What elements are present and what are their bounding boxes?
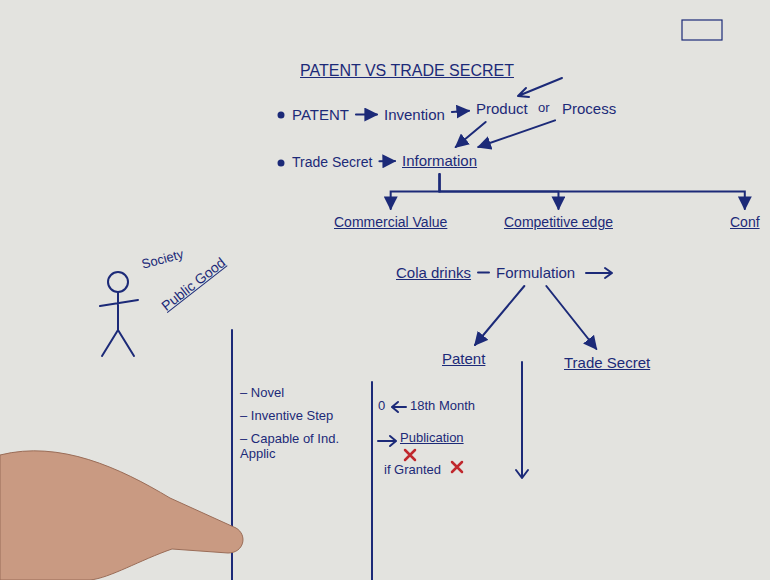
stick-figure bbox=[108, 272, 128, 292]
handwritten-term: Commercial Value bbox=[330, 212, 451, 232]
down-arrow bbox=[516, 362, 528, 478]
term-text: Formulation bbox=[496, 264, 575, 281]
handwritten-term: Product bbox=[472, 98, 532, 119]
stick-figure bbox=[100, 292, 138, 356]
connector-arrow bbox=[478, 272, 489, 274]
term-text: Trade Secret bbox=[292, 154, 372, 170]
term-text: Invention bbox=[384, 106, 445, 123]
term-text: Patent bbox=[442, 350, 485, 367]
term-text: PATENT bbox=[292, 106, 349, 123]
connector-arrow bbox=[379, 160, 395, 162]
connector-arrow bbox=[456, 122, 486, 147]
note-text: Publication bbox=[400, 430, 464, 445]
note-text: – Novel bbox=[240, 385, 284, 400]
handwritten-term: Process bbox=[558, 98, 620, 119]
term-text: Product bbox=[476, 100, 528, 117]
handwritten-term: Patent bbox=[438, 348, 489, 369]
handwritten-term: Formulation bbox=[492, 262, 579, 283]
logo-box bbox=[682, 20, 722, 40]
connector-arrow bbox=[475, 286, 524, 345]
publication-arrow bbox=[378, 436, 396, 446]
cross-mark bbox=[452, 462, 462, 472]
handwritten-term: Trade Secret bbox=[288, 152, 376, 172]
note-text: – Inventive Step bbox=[240, 408, 333, 423]
note-text: 18th Month bbox=[410, 398, 475, 413]
handwritten-term: PATENT bbox=[288, 104, 353, 125]
board-title: PATENT VS TRADE SECRET bbox=[300, 62, 514, 80]
handwritten-term: Trade Secret bbox=[560, 352, 654, 373]
divider-line bbox=[371, 382, 373, 580]
trailing-arrow bbox=[586, 268, 612, 278]
term-text: Information bbox=[402, 152, 477, 169]
connector-arrow bbox=[440, 174, 745, 209]
term-text: Conf bbox=[730, 214, 760, 230]
bullet-dot bbox=[279, 113, 284, 118]
term-text: Commercial Value bbox=[334, 214, 447, 230]
note-text: 0 bbox=[378, 398, 385, 413]
pointing-hand bbox=[0, 451, 243, 580]
handwritten-term: Information bbox=[398, 150, 481, 171]
connector-arrow bbox=[391, 174, 440, 209]
term-text: Society bbox=[140, 246, 185, 272]
connector-arrow bbox=[452, 111, 469, 112]
connector-arrow bbox=[546, 286, 596, 349]
handwritten-term: Invention bbox=[380, 104, 449, 125]
pointer-arrow bbox=[518, 78, 562, 97]
note-text: or bbox=[538, 100, 550, 115]
month-arrow bbox=[392, 402, 406, 412]
term-text: Competitive edge bbox=[504, 214, 613, 230]
connector-arrow bbox=[478, 120, 555, 147]
handwritten-term: Conf bbox=[726, 212, 764, 232]
cross-mark bbox=[405, 450, 415, 460]
term-text: Cola drinks bbox=[396, 264, 471, 281]
bullet-dot bbox=[279, 161, 284, 166]
note-text: if Granted bbox=[384, 462, 441, 477]
term-text: Process bbox=[562, 100, 616, 117]
handwritten-term: Cola drinks bbox=[392, 262, 475, 283]
term-text: Trade Secret bbox=[564, 354, 650, 371]
handwritten-term: Competitive edge bbox=[500, 212, 617, 232]
handwritten-term: Society bbox=[136, 243, 190, 274]
note-text: – Capable of Ind. Applic bbox=[240, 431, 362, 461]
connector-arrow bbox=[356, 114, 377, 116]
